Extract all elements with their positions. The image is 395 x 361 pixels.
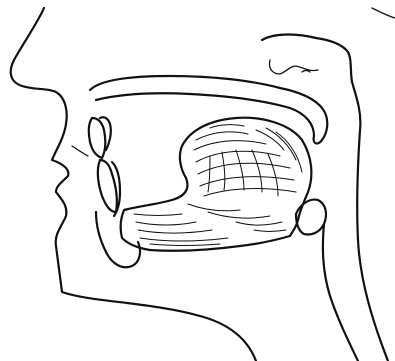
adenoid-outline bbox=[269, 60, 318, 74]
pharynx-front-wall bbox=[323, 224, 358, 361]
epiglottis-outline bbox=[296, 200, 326, 235]
lower-incisor bbox=[98, 160, 117, 212]
upper-incisor bbox=[89, 118, 106, 158]
face-profile-outline bbox=[11, 8, 256, 361]
nasal-top-edge bbox=[372, 8, 395, 18]
upper-lip-inner bbox=[72, 146, 88, 156]
lower-jaw-inner bbox=[96, 212, 140, 267]
palate-inner-outline bbox=[96, 93, 322, 143]
tongue-muscle-hatching bbox=[134, 125, 302, 246]
adenoid-mark bbox=[302, 71, 310, 73]
nasal-cavity-outline bbox=[262, 35, 388, 361]
